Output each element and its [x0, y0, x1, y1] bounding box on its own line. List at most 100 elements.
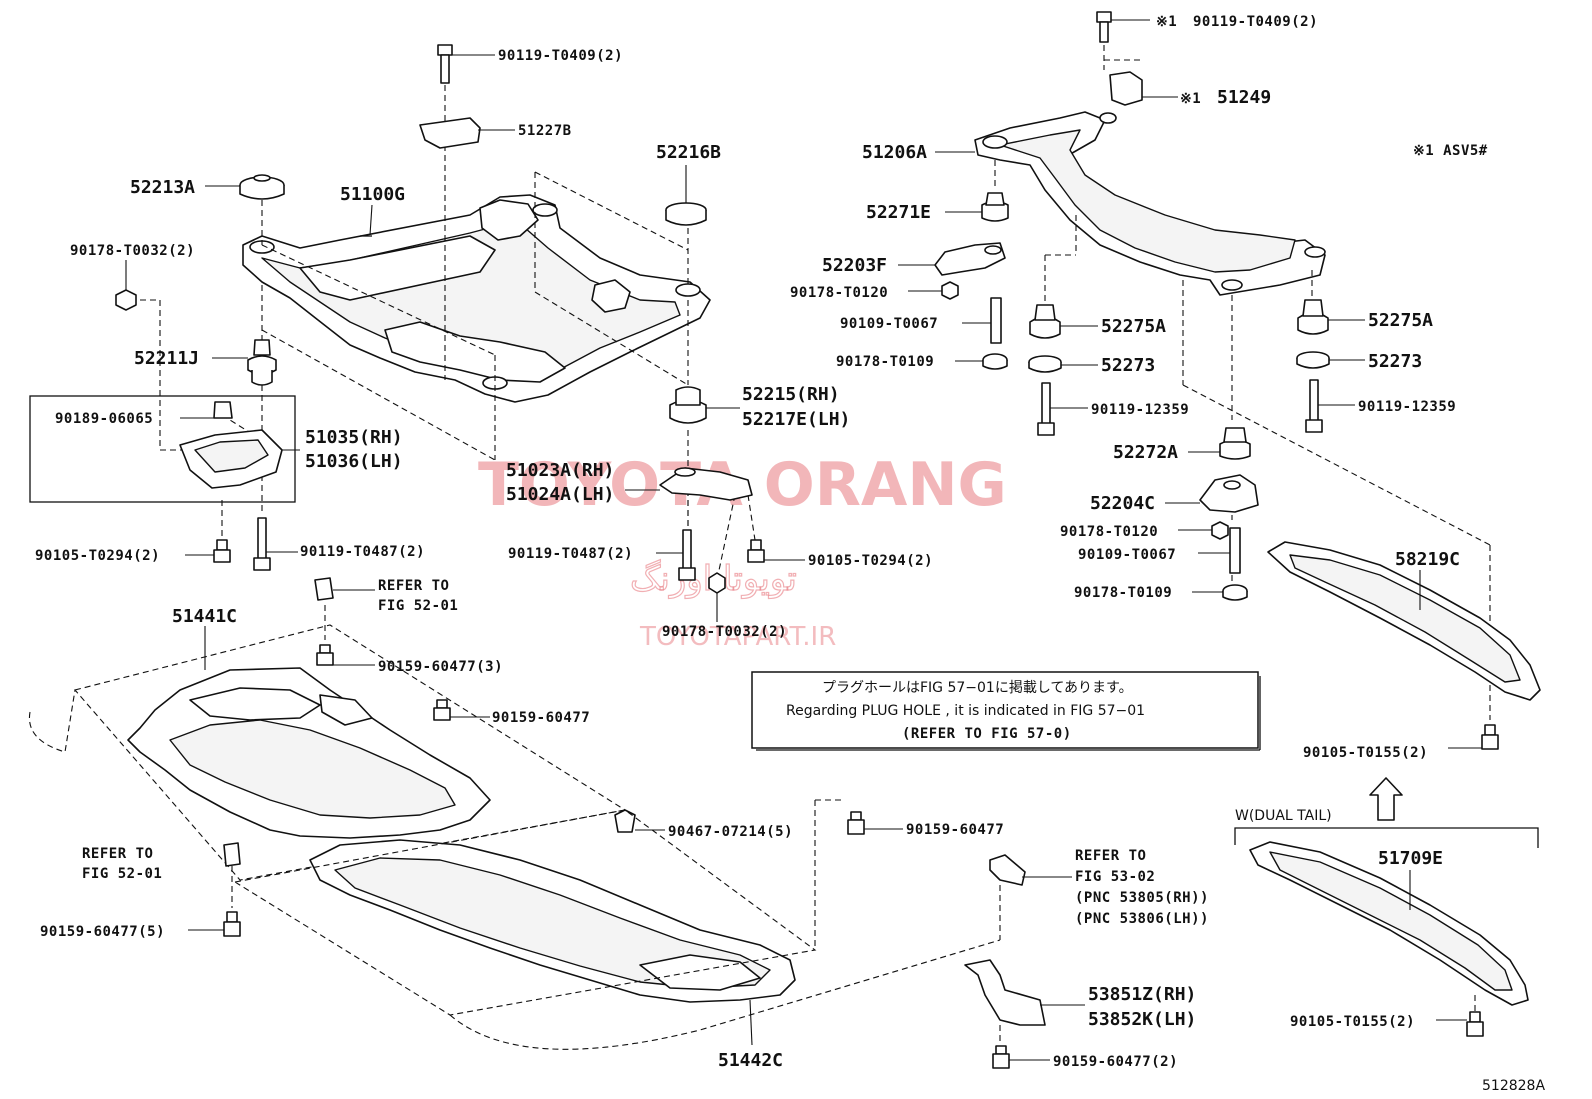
label-90105-t0155-bottom: 90105-T0155(2) — [1290, 1014, 1415, 1030]
washer-52273-right — [1296, 351, 1365, 369]
nut-90178-t0032-mid — [708, 572, 726, 622]
label-90119-t0487-left: 90119-T0487(2) — [300, 544, 425, 560]
mount-52215 — [669, 386, 740, 424]
label-refer-53-02-d: (PNC 53806(LH)) — [1075, 911, 1209, 927]
bracket-51249 — [1109, 71, 1178, 106]
bolt-90159-60477-a — [433, 699, 490, 721]
label-90109-t0067-b: 90109-T0067 — [1078, 547, 1176, 563]
bracket-52204c — [1165, 474, 1259, 513]
mount-52275a-right — [1297, 299, 1365, 335]
note-box: プラグホールはFIG 57−01に掲載してあります。 Regarding PLU… — [751, 671, 1261, 751]
label-90467-07214-5: 90467-07214(5) — [668, 824, 793, 840]
rear-suspension-member — [935, 111, 1326, 296]
label-52211j: 52211J — [134, 348, 199, 369]
bracket-51023a — [625, 467, 753, 501]
bolt-90119-12359-right — [1305, 379, 1355, 433]
bolt-90105-t0294-mid — [747, 539, 805, 563]
label-52213a: 52213A — [130, 177, 195, 198]
label-90109-t0067-a: 90109-T0067 — [840, 316, 938, 332]
bracket-refer-53-02 — [989, 854, 1072, 940]
note-line-ref: (REFER TO FIG 57-0) — [902, 726, 1072, 742]
label-90119-12359-mid: 90119-12359 — [1091, 402, 1189, 418]
brace-51709e — [1249, 841, 1529, 1006]
cover-51442c-outline — [233, 809, 817, 1016]
bushing-52213a — [205, 174, 285, 200]
label-refer-52-01-top-b: FIG 52-01 — [378, 598, 458, 614]
label-90159-60477-a: 90159-60477 — [492, 710, 590, 726]
label-51441c: 51441C — [172, 606, 237, 627]
nut-90178-t0109-b — [1192, 584, 1248, 601]
bolt-90119-t0409-left — [437, 44, 495, 84]
front-dash-lines — [130, 85, 756, 576]
front-suspension-member — [242, 194, 711, 403]
label-90178-t0120-a: 90178-T0120 — [790, 285, 888, 301]
cover-51442c-outline-curl — [449, 939, 1001, 1050]
label-90178-t0120-b: 90178-T0120 — [1060, 524, 1158, 540]
note-line-jp: プラグホールはFIG 57−01に掲載してあります。 — [822, 680, 1133, 696]
label-52204c: 52204C — [1090, 493, 1155, 514]
bushing-52216b — [665, 165, 707, 226]
bolt-90119-12359-mid — [1037, 382, 1088, 436]
bolt-90105-t0155-top — [1448, 724, 1499, 750]
label-refer-52-01-left-b: FIG 52-01 — [82, 866, 162, 882]
label-90105-t0155-top: 90105-T0155(2) — [1303, 745, 1428, 761]
label-refer-53-02-c: (PNC 53805(RH)) — [1075, 890, 1209, 906]
label-90119-12359-right: 90119-12359 — [1358, 399, 1456, 415]
bracket-51035-box — [29, 395, 300, 503]
label-52216b: 52216B — [656, 142, 721, 163]
nut-90178-t0120-b — [1178, 521, 1229, 540]
label-51206a: 51206A — [862, 142, 927, 163]
figure-code: 512828A — [1482, 1078, 1545, 1094]
label-dual-tail: W(DUAL TAIL) — [1235, 808, 1332, 824]
label-58219c: 58219C — [1395, 549, 1460, 570]
label-52215: 52215(RH) — [742, 384, 840, 405]
leader-51442c — [749, 999, 753, 1046]
label-90159-60477-b: 90159-60477 — [906, 822, 1004, 838]
label-refer-53-02-b: FIG 53-02 — [1075, 869, 1155, 885]
label-90105-t0294-left: 90105-T0294(2) — [35, 548, 160, 564]
note-line-en: Regarding PLUG HOLE , it is indicated in… — [786, 703, 1145, 719]
cover-51441c — [127, 667, 491, 839]
bolt-90119-t0487-mid — [656, 529, 696, 581]
refer-clip-top — [314, 577, 375, 601]
label-mark1-b: ※1 — [1180, 91, 1201, 107]
label-51035: 51035(RH) — [305, 427, 403, 448]
refer-clip-left — [223, 842, 241, 908]
label-90159-60477-5: 90159-60477(5) — [40, 924, 165, 940]
label-52271e: 52271E — [866, 202, 931, 223]
label-90105-t0294-mid: 90105-T0294(2) — [808, 553, 933, 569]
label-90119-t0409-right: 90119-T0409(2) — [1193, 14, 1318, 30]
label-mark1-a: ※1 — [1156, 14, 1177, 30]
bracket-53851z — [964, 959, 1085, 1045]
stud-90109-t0067-b — [1198, 527, 1241, 574]
mount-52271e — [945, 192, 1009, 222]
label-52217e: 52217E(LH) — [742, 409, 850, 430]
bolt-90159-60477-3 — [316, 605, 375, 666]
label-90189-06065: 90189-06065 — [55, 411, 153, 427]
label-90119-t0409-left: 90119-T0409(2) — [498, 48, 623, 64]
bolt-90159-60477-5 — [188, 911, 241, 937]
label-51442c: 51442C — [718, 1050, 783, 1071]
label-51100g: 51100G — [340, 184, 405, 205]
label-90178-t0109-b: 90178-T0109 — [1074, 585, 1172, 601]
dual-tail-bracket — [1234, 827, 1539, 848]
bolt-90159-60477-b — [814, 799, 903, 950]
label-refer-53-02-a: REFER TO — [1075, 848, 1146, 864]
label-90178-t0032-mid: 90178-T0032(2) — [662, 624, 787, 640]
label-52273-mid: 52273 — [1101, 355, 1155, 376]
stud-90109-t0067-a — [962, 297, 1002, 344]
bolt-90119-t0487-left — [253, 517, 298, 571]
cover-51441c-outline-curl — [28, 689, 76, 753]
nut-90178-t0032-left — [115, 260, 137, 311]
label-90178-t0109-a: 90178-T0109 — [836, 354, 934, 370]
label-90178-t0032-left: 90178-T0032(2) — [70, 243, 195, 259]
washer-52273-mid — [1028, 355, 1098, 373]
label-51023a: 51023A(RH) — [506, 460, 614, 481]
bolt-90159-60477-2 — [992, 1045, 1050, 1069]
label-51227b: 51227B — [518, 123, 572, 139]
bracket-52203f — [898, 242, 1006, 276]
label-51709e: 51709E — [1378, 848, 1443, 869]
label-52275a-mid: 52275A — [1101, 316, 1166, 337]
bolt-90105-t0155-bottom — [1436, 995, 1484, 1037]
